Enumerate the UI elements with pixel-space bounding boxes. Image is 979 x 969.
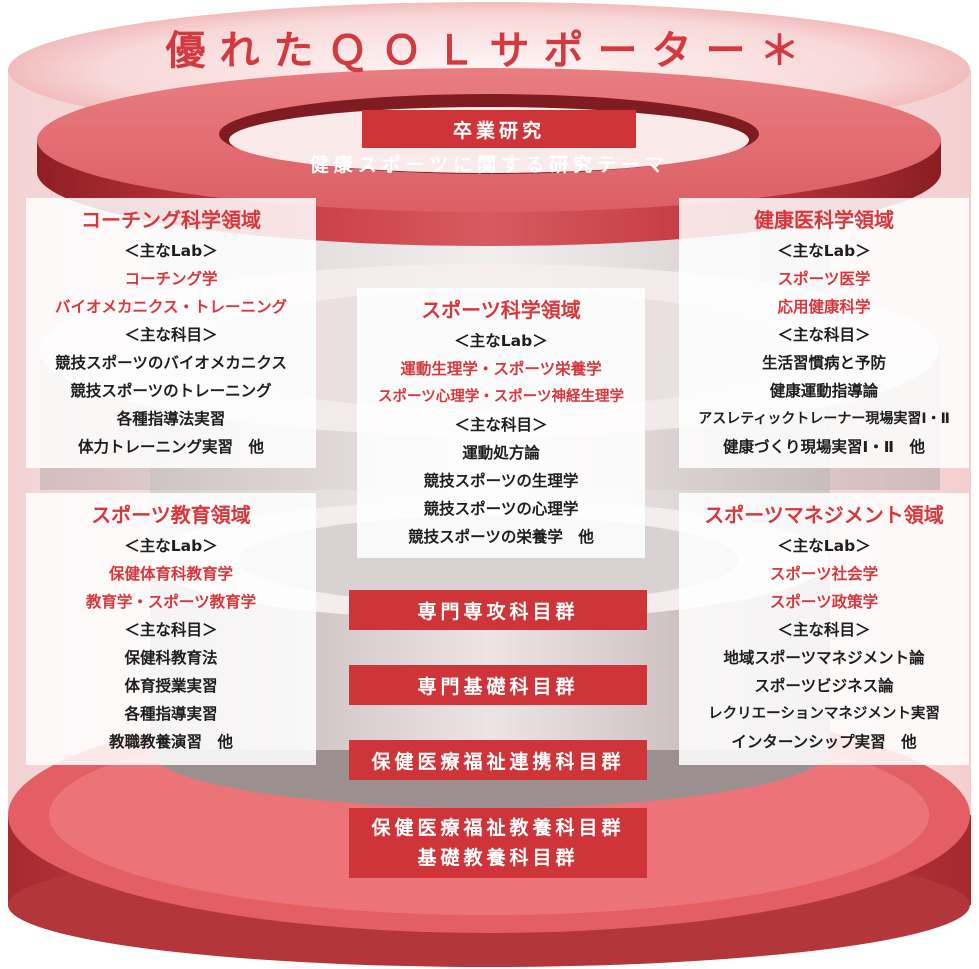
area-education: スポーツ教育領域 ＜主なLab＞ 保健体育科教育学 教育学・スポーツ教育学 ＜主… — [26, 493, 316, 765]
research-theme-label: 健康スポーツに関する研究テーマ — [309, 154, 670, 176]
lab-item: スポーツ社会学 — [769, 565, 879, 583]
course-item: 体育授業実習 — [124, 677, 218, 695]
area-health-medicine: 健康医科学領域 ＜主なLab＞ スポーツ医学 応用健康科学 ＜主な科目＞ 生活習… — [679, 198, 969, 468]
labs-label: ＜主なLab＞ — [124, 242, 218, 260]
area-heading: スポーツ教育領域 — [91, 503, 251, 527]
course-item: 各種指導実習 — [124, 705, 218, 723]
area-heading: スポーツマネジメント領域 — [704, 503, 944, 527]
labs-label: ＜主なLab＞ — [777, 537, 871, 555]
area-heading: コーチング科学領域 — [81, 208, 261, 232]
lab-item: 運動生理学・スポーツ栄養学 — [400, 360, 602, 378]
courses-label: ＜主な科目＞ — [124, 326, 218, 344]
lab-item: コーチング学 — [124, 270, 218, 288]
lab-item: 応用健康科学 — [777, 298, 871, 316]
course-item: 競技スポーツの生理学 — [423, 472, 579, 490]
course-item: 各種指導法実習 — [116, 410, 226, 428]
base-group-liberal: 保健医療福祉教養科目群 — [371, 817, 625, 839]
course-item: 競技スポーツの心理学 — [423, 500, 579, 518]
area-sport-science: スポーツ科学領域 ＜主なLab＞ 運動生理学・スポーツ栄養学 スポーツ心理学・ス… — [357, 288, 645, 558]
courses-label: ＜主な科目＞ — [124, 621, 218, 639]
graduation-research-label: 卒業研究 — [362, 110, 636, 148]
course-group-base: 保健医療福祉教養科目群 基礎教養科目群 — [349, 808, 647, 878]
course-group-specialized-basic: 専門基礎科目群 — [349, 665, 647, 705]
course-item: 健康運動指導論 — [769, 382, 879, 400]
lab-item: スポーツ心理学・スポーツ神経生理学 — [378, 389, 624, 405]
lab-item: 教育学・スポーツ教育学 — [85, 593, 257, 611]
course-item: 保健科教育法 — [124, 649, 218, 667]
course-item: 体力トレーニング実習 他 — [77, 438, 264, 456]
courses-label: ＜主な科目＞ — [777, 326, 871, 344]
lab-item: 保健体育科教育学 — [108, 565, 233, 583]
course-group-healthcare-collab: 保健医療福祉連携科目群 — [349, 740, 647, 780]
course-item: レクリエーションマネジメント実習 — [708, 706, 940, 722]
course-item: 教職教養演習 他 — [108, 733, 233, 751]
area-heading: スポーツ科学領域 — [421, 298, 581, 322]
course-item: 競技スポーツのバイオメカニクス — [55, 354, 287, 372]
course-item: 生活習慣病と予防 — [761, 354, 886, 372]
labs-label: ＜主なLab＞ — [777, 242, 871, 260]
lab-item: バイオメカニクス・トレーニング — [54, 298, 288, 316]
course-item: 健康づくり現場実習Ⅰ・Ⅱ 他 — [723, 438, 925, 456]
courses-label: ＜主な科目＞ — [454, 416, 548, 434]
course-item: アスレティックトレーナー現場実習Ⅰ・Ⅱ — [698, 411, 950, 427]
course-item: 競技スポーツのトレーニング — [70, 382, 272, 400]
course-item: 地域スポーツマネジメント論 — [723, 649, 925, 667]
lab-item: スポーツ医学 — [777, 270, 871, 288]
area-management: スポーツマネジメント領域 ＜主なLab＞ スポーツ社会学 スポーツ政策学 ＜主な… — [679, 493, 969, 765]
area-coaching: コーチング科学領域 ＜主なLab＞ コーチング学 バイオメカニクス・トレーニング… — [26, 198, 316, 468]
main-title: 優れたＱＯＬサポーター＊ — [165, 28, 814, 74]
course-group-specialized-major: 専門専攻科目群 — [349, 590, 647, 630]
base-group-basic: 基礎教養科目群 — [417, 847, 579, 869]
labs-label: ＜主なLab＞ — [454, 332, 548, 350]
labs-label: ＜主なLab＞ — [124, 537, 218, 555]
area-heading: 健康医科学領域 — [754, 208, 894, 232]
course-item: 競技スポーツの栄養学 他 — [408, 528, 594, 546]
course-item: インターンシップ実習 他 — [731, 733, 917, 751]
course-item: スポーツビジネス論 — [754, 677, 894, 695]
lab-item: スポーツ政策学 — [769, 593, 879, 611]
courses-label: ＜主な科目＞ — [777, 621, 871, 639]
course-item: 運動処方論 — [462, 444, 540, 462]
